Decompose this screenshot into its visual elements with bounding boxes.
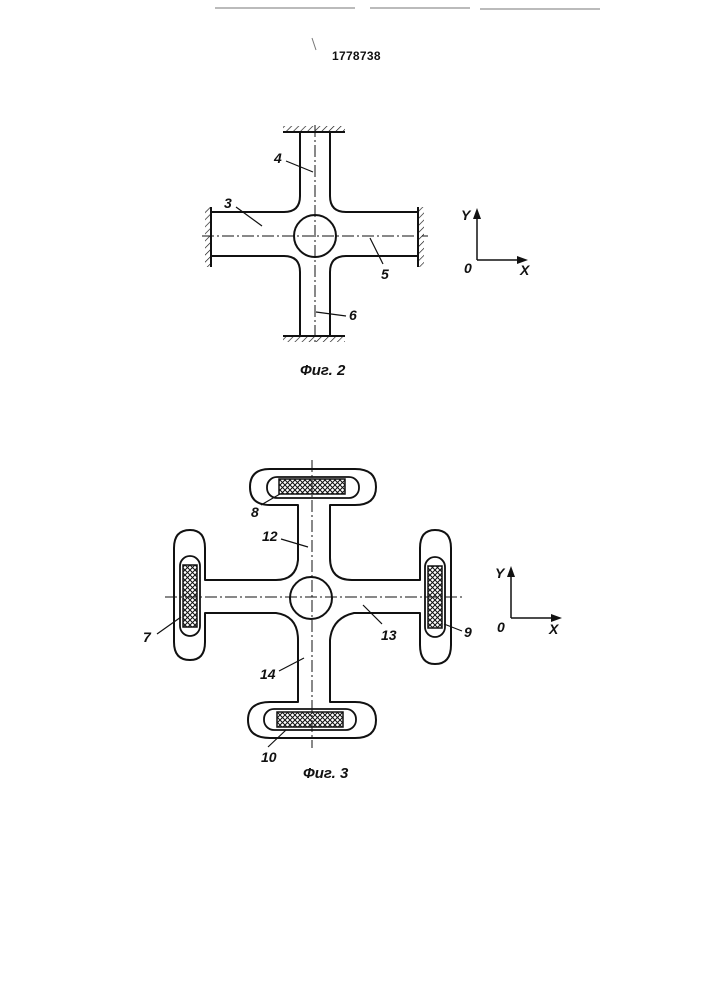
fig3-label-8: 8 xyxy=(251,504,259,520)
fig3-caption: Фиг. 3 xyxy=(303,765,349,782)
fig3-label-10: 10 xyxy=(261,749,277,765)
fig3-axis-y-label: Y xyxy=(495,565,506,581)
fig2-label-3: 3 xyxy=(224,195,232,211)
fig3-label-12: 12 xyxy=(262,528,278,544)
fig2-axes xyxy=(473,208,528,264)
figure-3: 8 12 7 9 13 14 10 Y 0 X Фиг. 3 xyxy=(143,460,562,782)
fig2-axis-origin-label: 0 xyxy=(464,260,472,276)
fig3-axis-x-label: X xyxy=(548,621,560,637)
fig3-element-7 xyxy=(183,565,197,627)
fig3-label-14: 14 xyxy=(260,666,276,682)
page-rules xyxy=(215,8,600,50)
fig2-axis-y-label: Y xyxy=(461,207,472,223)
fig2-label-5: 5 xyxy=(381,266,389,282)
fig3-axis-origin-label: 0 xyxy=(497,619,505,635)
fig3-label-9: 9 xyxy=(464,624,472,640)
patent-number: 1778738 xyxy=(332,49,381,63)
fig2-caption: Фиг. 2 xyxy=(300,362,346,379)
fig2-label-4: 4 xyxy=(273,150,282,166)
fig2-label-6: 6 xyxy=(349,307,357,323)
fig3-axes xyxy=(507,566,562,622)
fig3-label-13: 13 xyxy=(381,627,397,643)
fig2-axis-x-label: X xyxy=(519,262,531,278)
fig3-element-10 xyxy=(277,712,343,727)
fig3-label-7: 7 xyxy=(143,629,152,645)
figure-2: 4 3 5 6 Y 0 X Фиг. 2 xyxy=(202,125,531,379)
